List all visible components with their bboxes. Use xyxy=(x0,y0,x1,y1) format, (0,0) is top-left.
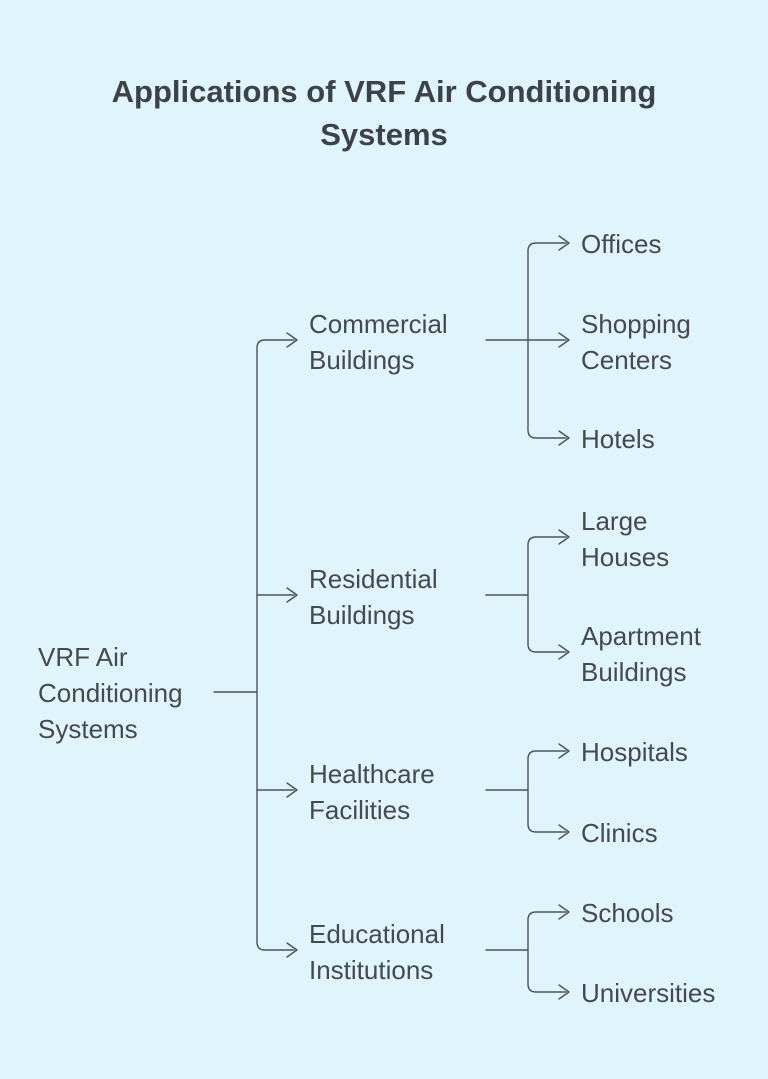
arrowhead-categories xyxy=(286,332,298,958)
node-leaf-shopping-centers: Shopping Centers xyxy=(581,309,691,375)
node-category-residential-buildings: Residential Buildings xyxy=(309,564,438,630)
node-category-educational-institutions: Educational Institutions xyxy=(309,919,445,985)
node-root: VRF Air Conditioning Systems xyxy=(38,642,183,744)
node-category-commercial-buildings: Commercial Buildings xyxy=(309,309,448,375)
node-leaf-hotels: Hotels xyxy=(581,424,655,454)
node-leaf-offices: Offices xyxy=(581,229,662,259)
node-leaf-clinics: Clinics xyxy=(581,818,658,848)
connector-main-spine xyxy=(256,339,295,951)
connector-healthcare-spine xyxy=(527,750,567,833)
connector-residential-spine xyxy=(527,536,567,653)
connector-educational-spine xyxy=(527,911,567,993)
node-leaf-large-houses: Large Houses xyxy=(581,506,670,572)
node-leaf-universities: Universities xyxy=(581,978,716,1008)
arrowhead-leaves xyxy=(558,235,570,1000)
node-leaf-apartment-buildings: Apartment Buildings xyxy=(581,621,701,687)
node-leaf-schools: Schools xyxy=(581,898,674,928)
diagram-title: Applications of VRF Air Conditioning Sys… xyxy=(111,74,657,152)
node-leaf-hospitals: Hospitals xyxy=(581,737,688,767)
node-category-healthcare-facilities: Healthcare Facilities xyxy=(309,759,435,825)
